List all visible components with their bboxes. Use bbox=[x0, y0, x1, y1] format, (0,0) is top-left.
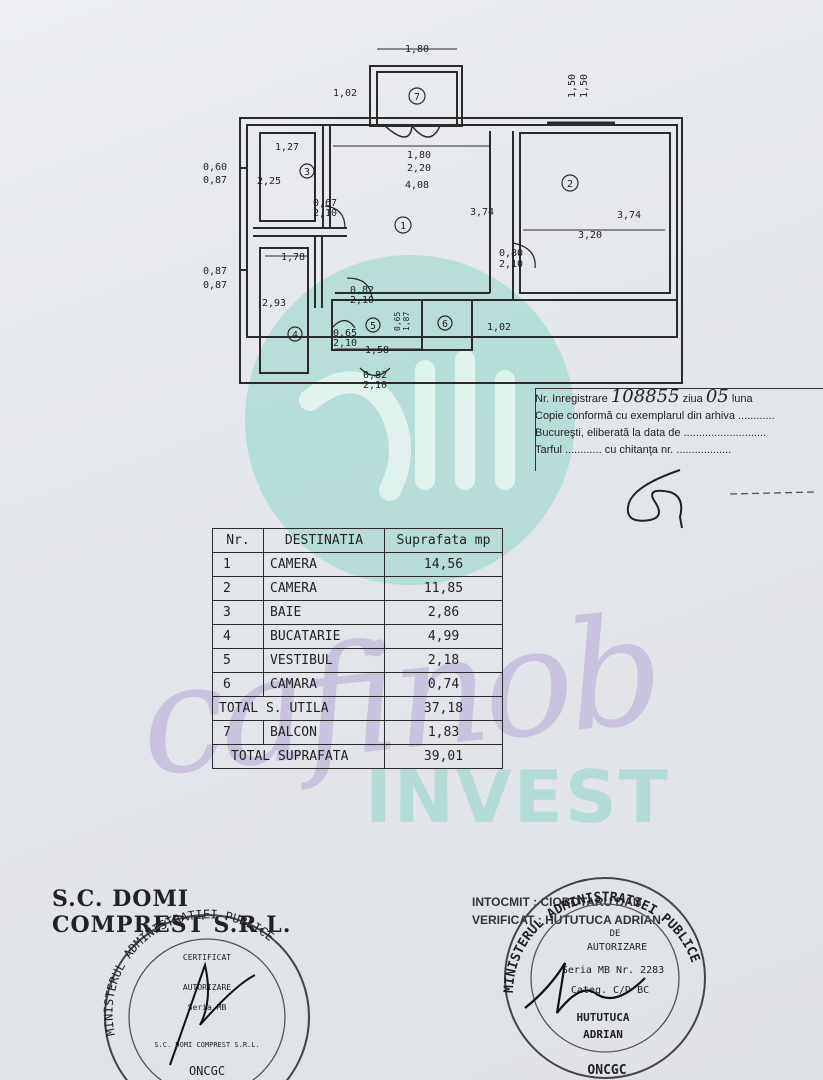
registration-line-3: Bucureşti, eliberată la data de ........… bbox=[535, 427, 767, 439]
header-nr: Nr. bbox=[212, 528, 264, 553]
room-label-6: 6 bbox=[442, 319, 448, 330]
svg-text:Categ. C/D BC: Categ. C/D BC bbox=[571, 985, 649, 996]
floor-plan: 1,80 1,02 1,50 1,50 1,27 0,60 0,87 2,25 … bbox=[203, 44, 683, 391]
dim-bath-height: 2,25 bbox=[257, 176, 281, 187]
dim-balcony-depth: 1,02 bbox=[333, 88, 357, 99]
dim-pantry-a: 0,65 bbox=[393, 312, 402, 331]
room-label-2: 2 bbox=[567, 179, 573, 190]
dim-window-top: 1,50 bbox=[567, 74, 578, 98]
dim-door-vest-a: 0,65 bbox=[333, 328, 357, 339]
table-row: 5 VESTIBUL 2,18 bbox=[212, 648, 503, 673]
dim-door-bath-b: 2,10 bbox=[313, 208, 337, 219]
svg-text:HUTUTUCA: HUTUTUCA bbox=[577, 1011, 630, 1024]
total-suprafata-row: TOTAL SUPRAFATA 39,01 bbox=[212, 744, 503, 769]
dim-balcony-width: 1,80 bbox=[405, 44, 429, 55]
svg-text:AUTORIZARE: AUTORIZARE bbox=[587, 942, 647, 953]
registration-number: 108855 bbox=[610, 388, 680, 407]
registration-line-4: Tarful ............ cu chitanţa nr. ....… bbox=[535, 444, 732, 456]
verificat-line: VERIFICAT : HUTUTUCA ADRIAN bbox=[472, 913, 661, 927]
svg-text:ONCGC: ONCGC bbox=[587, 1063, 626, 1078]
room-label-1: 1 bbox=[400, 221, 406, 232]
dim-door-kitchen-b: 2,10 bbox=[350, 295, 374, 306]
right-stamp: MINISTERUL ADMINISTRATIEI PUBLICE DE AUT… bbox=[502, 877, 706, 1079]
dim-room2-height: 3,74 bbox=[617, 210, 641, 221]
author-block: INTOCMIT : CIOBOTARU DAN VERIFICAT : HUT… bbox=[472, 893, 661, 929]
registration-box bbox=[535, 388, 823, 471]
registration-signature bbox=[626, 469, 816, 529]
balcon-row: 7 BALCON 1,83 bbox=[212, 720, 503, 745]
dim-bath-win-b: 0,87 bbox=[203, 175, 227, 186]
room-label-5: 5 bbox=[370, 321, 376, 332]
left-stamp: MINISTERUL ADMINISTRATIEI PUBLICE CERTIF… bbox=[101, 907, 310, 1080]
svg-text:ONCGC: ONCGC bbox=[189, 1064, 225, 1078]
dim-bath-win-a: 0,60 bbox=[203, 162, 227, 173]
left-stamp-ring-text: MINISTERUL ADMINISTRATIEI PUBLICE bbox=[101, 907, 276, 1037]
svg-text:ADRIAN: ADRIAN bbox=[583, 1028, 623, 1041]
registration-block: Nr. Inregistrare 108855 ziua 05 luna Cop… bbox=[535, 388, 823, 459]
table-row: 6 CAMARA 0,74 bbox=[212, 672, 503, 697]
dim-pantry-depth: 1,02 bbox=[487, 322, 511, 333]
dim-kitchen-height: 2,93 bbox=[262, 298, 286, 309]
watermark-invest: INVEST bbox=[365, 755, 670, 839]
svg-text:CERTIFICAT: CERTIFICAT bbox=[183, 953, 231, 962]
dim-door-entry-a: 0,82 bbox=[363, 370, 387, 381]
dim-kitchen-win-b: 0,87 bbox=[203, 280, 227, 291]
registration-line-1: Nr. Inregistrare 108855 ziua 05 luna bbox=[535, 388, 753, 407]
dim-door-kitchen-a: 0,82 bbox=[350, 285, 374, 296]
intocmit-line: INTOCMIT : CIOBOTARU DAN bbox=[472, 895, 642, 909]
dim-door-bath-a: 0,67 bbox=[313, 198, 337, 209]
svg-text:S.C. DOMI COMPREST S.R.L.: S.C. DOMI COMPREST S.R.L. bbox=[154, 1041, 259, 1049]
dim-door-balcony-b: 2,20 bbox=[407, 163, 431, 174]
table-row: 1 CAMERA 14,56 bbox=[212, 552, 503, 577]
header-destinatia: DESTINATIA bbox=[263, 528, 385, 553]
right-signature-icon bbox=[524, 962, 646, 1014]
room-label-7: 7 bbox=[414, 92, 420, 103]
dim-room2-width: 3,20 bbox=[578, 230, 602, 241]
dim-kitchen-win-a: 0,87 bbox=[203, 266, 227, 277]
dim-vest-width: 1,58 bbox=[365, 345, 389, 356]
room-label-3: 3 bbox=[304, 167, 310, 178]
dim-door-room2-b: 2,10 bbox=[499, 259, 523, 270]
registration-line-2: Copie conformă cu exemplarul din arhiva … bbox=[535, 410, 775, 422]
dim-door-entry-b: 2,10 bbox=[363, 380, 387, 391]
table-header-row: Nr. DESTINATIA Suprafata mp bbox=[212, 528, 503, 553]
dim-bath-width: 1,27 bbox=[275, 142, 299, 153]
dim-window-top2: 1,50 bbox=[579, 74, 590, 98]
dim-door-balcony-a: 1,80 bbox=[407, 150, 431, 161]
dim-room1-width: 4,08 bbox=[405, 180, 429, 191]
left-signature-icon bbox=[169, 961, 256, 1066]
dim-kitchen-width: 1,78 bbox=[281, 252, 305, 263]
table-row: 4 BUCATARIE 4,99 bbox=[212, 624, 503, 649]
table-row: 3 BAIE 2,86 bbox=[212, 600, 503, 625]
dim-door-vest-b: 2,10 bbox=[333, 338, 357, 349]
svg-text:Seria MB Nr. 2283: Seria MB Nr. 2283 bbox=[562, 965, 664, 976]
area-table: Nr. DESTINATIA Suprafata mp 1 CAMERA 14,… bbox=[212, 528, 503, 769]
dim-room1-height: 3,74 bbox=[470, 207, 494, 218]
header-suprafata: Suprafata mp bbox=[384, 528, 503, 553]
svg-text:DE: DE bbox=[610, 929, 621, 939]
table-row: 2 CAMERA 11,85 bbox=[212, 576, 503, 601]
total-utila-row: TOTAL S. UTILA 37,18 bbox=[212, 696, 503, 721]
dim-pantry-b: 1,87 bbox=[402, 312, 411, 331]
dim-door-room2-a: 0,80 bbox=[499, 248, 523, 259]
room-label-4: 4 bbox=[292, 330, 298, 341]
